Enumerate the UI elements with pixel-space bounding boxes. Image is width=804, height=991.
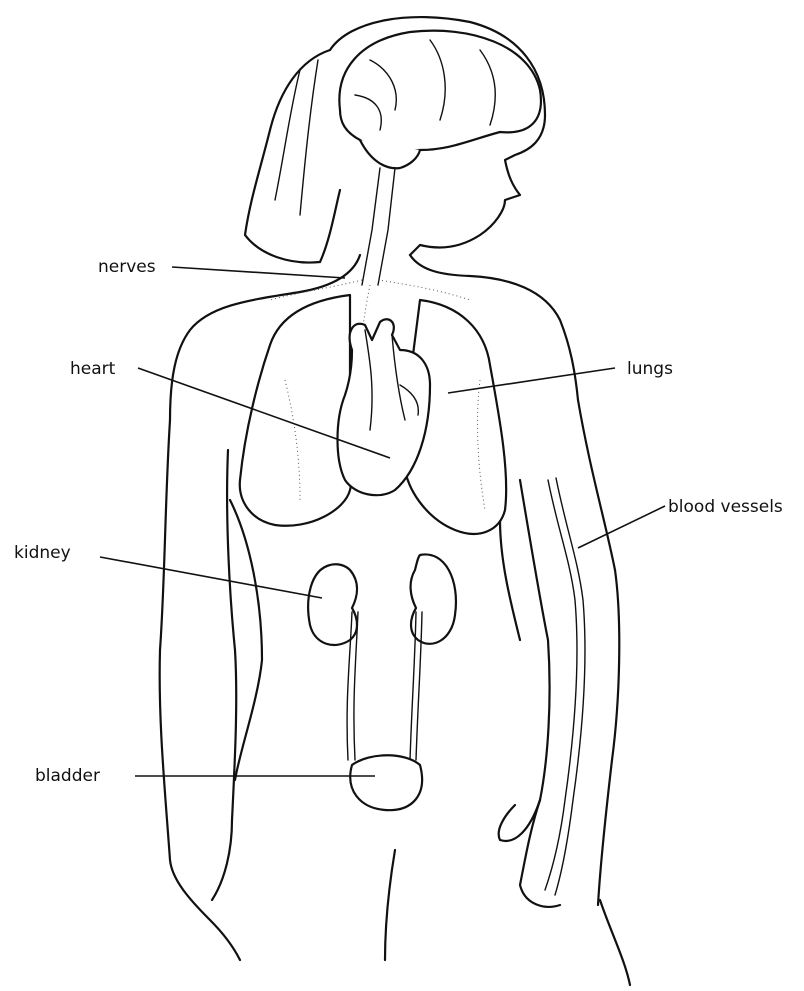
spinal-cord [362, 168, 395, 285]
label-lungs: lungs [627, 359, 673, 379]
label-kidney: kidney [14, 543, 71, 563]
leader-nerves [172, 267, 345, 278]
label-heart: heart [70, 359, 116, 379]
leader-blood-vessels [578, 506, 665, 548]
bladder [350, 755, 422, 810]
label-bladder: bladder [35, 766, 100, 786]
label-nerves: nerves [98, 257, 156, 277]
kidneys [308, 554, 456, 645]
ureters [347, 612, 422, 760]
label-blood-vessels: blood vessels [668, 497, 783, 517]
brain [339, 31, 541, 169]
labels: nerves heart lungs blood vessels kidney … [14, 257, 783, 786]
leader-kidney [100, 557, 322, 598]
blood-vessels [545, 478, 585, 895]
